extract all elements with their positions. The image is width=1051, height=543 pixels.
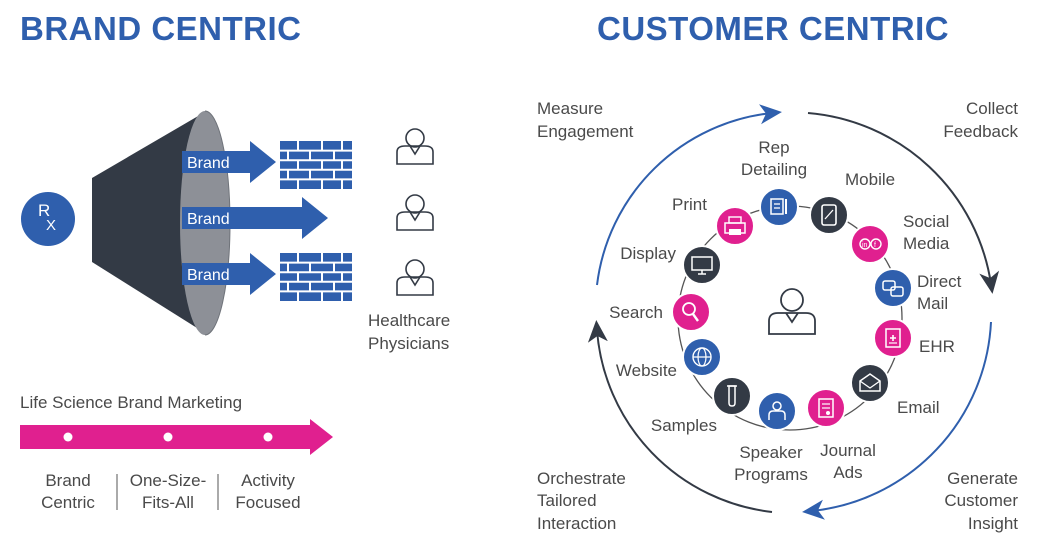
feedback-label: Feedback [943, 122, 1018, 141]
cycle-arrow-bottom-left [587, 320, 773, 513]
brand-centric-title: BRAND CENTRIC [20, 10, 302, 47]
rx-x: X [46, 217, 56, 234]
brand-arrow-label: Brand [187, 155, 230, 172]
direct-mail-icon [882, 280, 904, 297]
channel-label: Website [616, 361, 677, 380]
stage-label: Fits-All [142, 493, 194, 512]
cycle-arrow-bottom-right [802, 321, 992, 520]
physician-icon [396, 128, 434, 165]
channel-node-circle [759, 187, 799, 227]
channel-node-circle [850, 363, 890, 403]
channel-node-circle [682, 245, 722, 285]
brand-arrow-label: Brand [187, 267, 230, 284]
channel-label: Journal [820, 441, 876, 460]
channel-node-circle [712, 376, 752, 416]
channel-label: Ads [833, 463, 862, 482]
physician-icon [396, 194, 434, 231]
brick-wall-icon [280, 141, 352, 189]
channel-node: EHR [873, 318, 955, 358]
cycle-arrow-top-left [596, 104, 782, 286]
stage-label: Brand [45, 471, 90, 490]
physician-icon [396, 259, 434, 296]
print-icon [724, 216, 746, 235]
channel-label: Display [620, 244, 676, 263]
channel-node-circle [873, 268, 913, 308]
rx-r: R [38, 201, 50, 220]
channel-label: Social [903, 212, 949, 231]
interaction-label: Interaction [537, 514, 616, 533]
email-icon [859, 373, 881, 392]
channel-node-circle [671, 292, 711, 332]
orchestrate-label: Orchestrate [537, 469, 626, 488]
channel-node: Website [616, 337, 722, 380]
channel-node: Display [620, 244, 722, 285]
stage-label: Activity [241, 471, 295, 490]
search-icon [682, 302, 699, 322]
timeline-title: Life Science Brand Marketing [20, 393, 242, 412]
channel-label: Programs [734, 465, 808, 484]
brand-arrow-3: Brand [182, 253, 276, 295]
generate-label: Generate [947, 469, 1018, 488]
svg-text:in: in [862, 242, 868, 249]
samples-icon [727, 385, 737, 407]
svg-text:f: f [874, 242, 876, 249]
channel-label: Media [903, 234, 950, 253]
tailored-label: Tailored [537, 491, 597, 510]
channel-label: Email [897, 398, 940, 417]
stage-label: One-Size- [130, 471, 207, 490]
channel-node: Samples [651, 376, 752, 435]
channel-node: Mobile [809, 170, 895, 235]
channel-node: Email [850, 363, 940, 417]
customer-icon [768, 288, 816, 335]
channel-label: Rep [758, 138, 789, 157]
channel-label: Search [609, 303, 663, 322]
website-icon [692, 347, 712, 367]
speaker-programs-icon [768, 401, 786, 420]
insight-label: Insight [968, 514, 1018, 533]
channel-node-circle [715, 206, 755, 246]
stage-label: Centric [41, 493, 95, 512]
ehr-icon [885, 328, 901, 348]
brick-wall-icon [280, 253, 352, 301]
stage-label: Focused [235, 493, 300, 512]
physicians-label: Physicians [368, 334, 449, 353]
channel-label: Samples [651, 416, 717, 435]
brand-arrow-1: Brand [182, 141, 276, 183]
journal-ads-icon [818, 398, 834, 418]
timeline-arrow [20, 419, 333, 455]
display-icon [691, 256, 713, 275]
customer-label: Customer [944, 491, 1018, 510]
channel-label: Direct [917, 272, 962, 291]
channel-label: Print [672, 195, 707, 214]
engagement-label: Engagement [537, 122, 634, 141]
channel-node: Print [672, 195, 755, 246]
channel-label: Detailing [741, 160, 807, 179]
brand-arrow-label: Brand [187, 211, 230, 228]
channel-label: EHR [919, 337, 955, 356]
channel-label: Mail [917, 294, 948, 313]
mobile-icon [821, 204, 837, 226]
rx-icon: R X [21, 192, 75, 246]
measure-label: Measure [537, 99, 603, 118]
channel-node: Search [609, 292, 711, 332]
healthcare-label: Healthcare [368, 311, 450, 330]
channel-label: Speaker [739, 443, 803, 462]
customer-centric-title: CUSTOMER CENTRIC [597, 10, 950, 47]
rep-detailing-icon [770, 198, 787, 215]
collect-label: Collect [966, 99, 1018, 118]
cycle-arrow-top-right [807, 112, 1000, 294]
channel-label: Mobile [845, 170, 895, 189]
brand-arrow-2: Brand [182, 197, 328, 239]
